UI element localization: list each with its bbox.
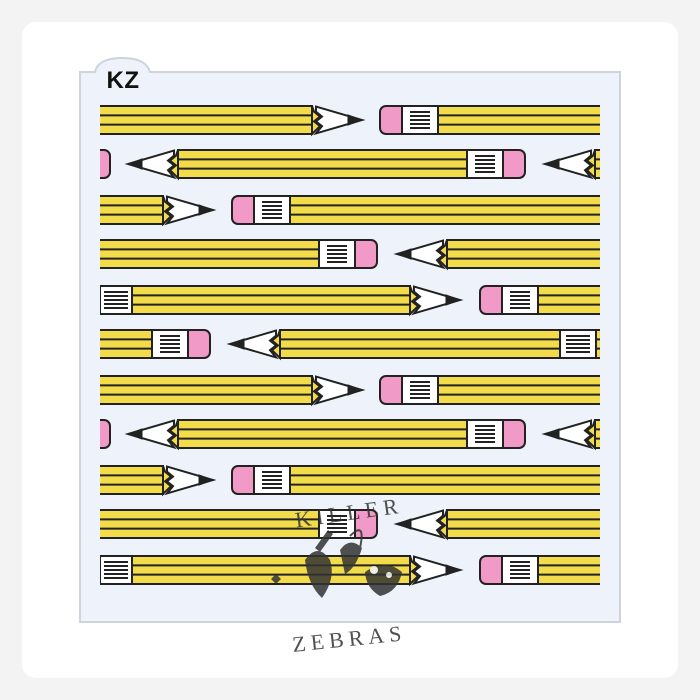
pencil-body (437, 375, 600, 405)
pencil-ferrule (318, 509, 356, 539)
pencil-tip-icon (162, 465, 217, 497)
pencil-ferrule (151, 329, 189, 359)
pencil-tip-icon (311, 375, 366, 407)
pencil-body (177, 149, 468, 179)
pencil-body (100, 239, 320, 269)
pencil-icon (124, 419, 526, 451)
eraser-icon (100, 149, 111, 179)
pencil-icon (541, 419, 600, 451)
pencil-ferrule (318, 239, 356, 269)
pencil-ferrule (466, 149, 504, 179)
pencil-icon (100, 285, 464, 317)
pencil-icon (124, 149, 526, 181)
pencil-body (100, 195, 164, 225)
pencil-icon (393, 509, 600, 541)
pencil-body (446, 509, 600, 539)
pencil-body (437, 105, 600, 135)
pencil-icon (541, 149, 600, 181)
pencil-icon (100, 149, 111, 179)
pencil-ferrule (401, 375, 439, 405)
pencil-icon (479, 285, 600, 315)
pencil-body (446, 239, 600, 269)
pencil-tip-icon (541, 419, 596, 451)
pencil-tip-icon (226, 329, 281, 361)
pencil-ferrule (501, 555, 539, 585)
pencil-body (100, 285, 411, 315)
pencil-tip-icon (409, 285, 464, 317)
pencil-icon (231, 195, 600, 225)
pencil-body (100, 509, 320, 539)
pencil-body (279, 329, 600, 359)
pencil-ferrule (253, 195, 291, 225)
pencil-body (100, 329, 153, 359)
pencil-icon (479, 555, 600, 585)
pencil-ferrule (253, 465, 291, 495)
pencil-ferrule (501, 285, 539, 315)
pencil-body (289, 465, 600, 495)
pencil-tip-icon (393, 509, 448, 541)
pencil-icon (100, 105, 366, 137)
pencil-body (537, 555, 600, 585)
pencil-icon (100, 465, 217, 497)
zebra-logo-icon (271, 529, 402, 598)
pencil-body (177, 419, 468, 449)
pencil-tip-icon (124, 419, 179, 451)
pencil-body (537, 285, 600, 315)
pencil-icon (379, 105, 600, 135)
pencil-icon (393, 239, 600, 271)
pencil-ferrule (401, 105, 439, 135)
pencil-ferrule (466, 419, 504, 449)
pencil-icon (100, 195, 217, 227)
pencil-icon (100, 509, 378, 539)
pencil-icon (379, 375, 600, 405)
pencil-rows (100, 105, 600, 587)
pencil-ferrule (100, 555, 133, 585)
pencil-icon (100, 419, 111, 449)
eraser-icon (100, 419, 111, 449)
pencil-ferrule (559, 329, 597, 359)
pencil-ferrule (100, 285, 133, 315)
pencil-tip-icon (311, 105, 366, 137)
pencil-body (100, 465, 164, 495)
pencil-icon (100, 555, 464, 587)
pencil-tip-icon (541, 149, 596, 181)
pencil-icon (226, 329, 600, 361)
pencil-tip-icon (124, 149, 179, 181)
pencil-tip-icon (393, 239, 448, 271)
pencil-tip-icon (162, 195, 217, 227)
pencil-body (289, 195, 600, 225)
pencil-icon (100, 375, 366, 407)
pencil-icon (100, 329, 211, 359)
kz-badge: KZ (106, 67, 140, 94)
pencil-icon (100, 239, 378, 269)
watermark-bottom-text: ZEBRAS (291, 620, 407, 657)
pencil-tip-icon (409, 555, 464, 587)
pencil-icon (231, 465, 600, 495)
